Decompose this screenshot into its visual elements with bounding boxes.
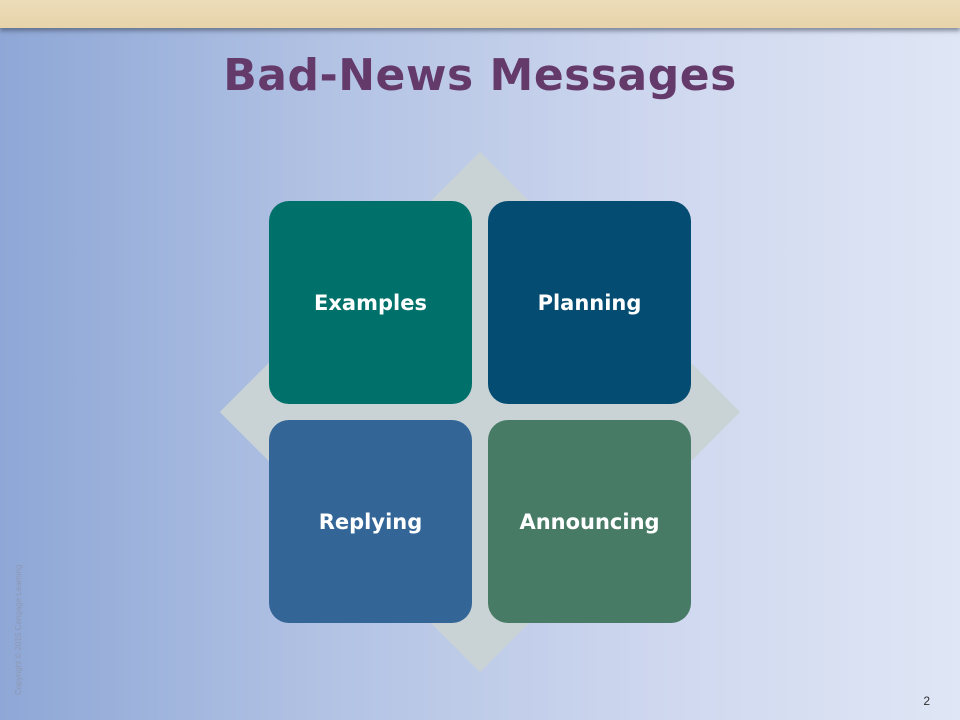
tile-label: Announcing	[519, 509, 660, 534]
tile-label: Examples	[314, 290, 427, 315]
slide-title: Bad-News Messages	[223, 50, 737, 101]
copyright-notice: Copyright © 2015 Cengage Learning	[14, 564, 23, 695]
page-number: 2	[923, 694, 930, 708]
tile-examples[interactable]: Examples	[269, 201, 472, 404]
tile-announcing[interactable]: Announcing	[488, 420, 691, 623]
tile-label: Planning	[537, 290, 642, 315]
tile-replying[interactable]: Replying	[269, 420, 472, 623]
tile-planning[interactable]: Planning	[488, 201, 691, 404]
top-band	[0, 0, 960, 28]
tile-label: Replying	[318, 509, 423, 534]
